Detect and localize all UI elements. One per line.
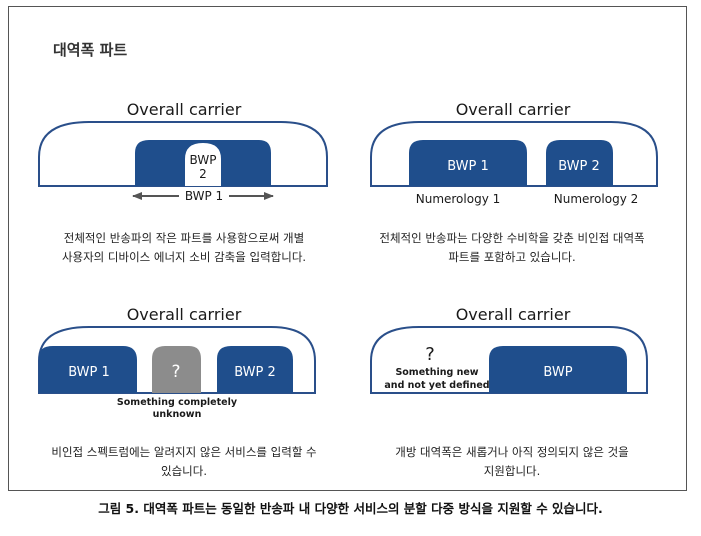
- panel-2-numerology1-label: Numerology 1: [416, 192, 501, 206]
- panel-2-numerology2-label: Numerology 2: [554, 192, 639, 206]
- bwp-diagram: Overall carrier BWP 2 BWP 1 Overall carr…: [38, 100, 658, 420]
- panel-1-carrier-outline: [38, 121, 328, 187]
- panel-3-bwp1-block: [39, 346, 137, 393]
- figure-frame: Overall carrier BWP 2 BWP 1 Overall carr…: [8, 6, 687, 491]
- panel-4-bwp-label: BWP: [543, 365, 572, 380]
- panel-1-bwp2-block: [185, 143, 221, 186]
- panel-4-question-label: ?: [425, 344, 435, 365]
- panel-4-carrier-outline: [370, 326, 648, 394]
- panel-1: Overall carrier BWP 2 BWP 1: [38, 100, 328, 203]
- panel-4-description-line2: 지원합니다.: [483, 464, 541, 478]
- panel-3-description-line1: 비인접 스펙트럼에는 알려지지 않은 서비스를 입력할 수: [51, 445, 317, 459]
- panel-2-carrier-label: Overall carrier: [456, 100, 571, 119]
- panel-2-bwp2-label: BWP 2: [558, 159, 600, 174]
- panel-3-unknown-label: ?: [171, 362, 180, 382]
- panel-4-new-caption-line1: Something new: [395, 367, 478, 378]
- panel-1-description-line2: 사용자의 디바이스 에너지 소비 감축을 입력합니다.: [61, 250, 307, 264]
- panel-3-carrier-outline: [38, 326, 316, 394]
- panel-1-description-line1: 전체적인 반송파의 작은 파트를 사용함으로써 개별: [63, 231, 305, 245]
- panel-2-description-line2: 파트를 포함하고 있습니다.: [448, 250, 576, 264]
- panel-4: Overall carrier ? Something new and not …: [370, 305, 648, 394]
- panel-4-bwp-block: [489, 346, 627, 393]
- panel-1-bwp1-label: BWP 1: [185, 189, 223, 203]
- panel-2-carrier-outline: [370, 121, 658, 187]
- panel-1-carrier-label: Overall carrier: [127, 100, 242, 119]
- panel-4-carrier-label: Overall carrier: [456, 305, 571, 324]
- panel-2-description: 전체적인 반송파는 다양한 수비학을 갖춘 비인접 대역폭 파트를 포함하고 있…: [349, 229, 675, 267]
- panel-3-bwp1-label: BWP 1: [68, 365, 110, 380]
- panel-4-new-caption-line2: and not yet defined: [384, 380, 489, 391]
- frame-title: 대역폭 파트: [53, 41, 128, 59]
- panel-2-bwp2-block: [546, 140, 613, 186]
- panel-3-unknown-caption-line1: Something completely: [117, 397, 238, 408]
- panel-2: Overall carrier BWP 1 BWP 2 Numerology 1…: [370, 100, 658, 206]
- panel-1-bwp2-label-line2: 2: [199, 167, 207, 181]
- panel-3-bwp2-block: [217, 346, 293, 393]
- panel-4-description: 개방 대역폭은 새롭거나 아직 정의되지 않은 것을 지원합니다.: [349, 443, 675, 481]
- panel-1-description: 전체적인 반송파의 작은 파트를 사용함으로써 개별 사용자의 디바이스 에너지…: [25, 229, 343, 267]
- panel-2-description-line1: 전체적인 반송파는 다양한 수비학을 갖춘 비인접 대역폭: [379, 231, 645, 245]
- panel-3-carrier-label: Overall carrier: [127, 305, 242, 324]
- panel-3: Overall carrier BWP 1 ? BWP 2 Something …: [38, 305, 316, 420]
- panel-4-description-line1: 개방 대역폭은 새롭거나 아직 정의되지 않은 것을: [395, 445, 629, 459]
- panel-2-bwp1-label: BWP 1: [447, 159, 489, 174]
- panel-3-description: 비인접 스펙트럼에는 알려지지 않은 서비스를 입력할 수 있습니다.: [25, 443, 343, 481]
- panel-3-unknown-caption-line2: unknown: [153, 409, 202, 420]
- panel-1-bwp2-label-line1: BWP: [190, 153, 217, 167]
- panel-3-unknown-block: [152, 346, 201, 393]
- panel-3-description-line2: 있습니다.: [161, 464, 207, 478]
- panel-3-bwp2-label: BWP 2: [234, 365, 276, 380]
- figure-caption: 그림 5. 대역폭 파트는 동일한 반송파 내 다양한 서비스의 분할 다중 방…: [98, 501, 603, 516]
- panel-2-bwp1-block: [409, 140, 527, 186]
